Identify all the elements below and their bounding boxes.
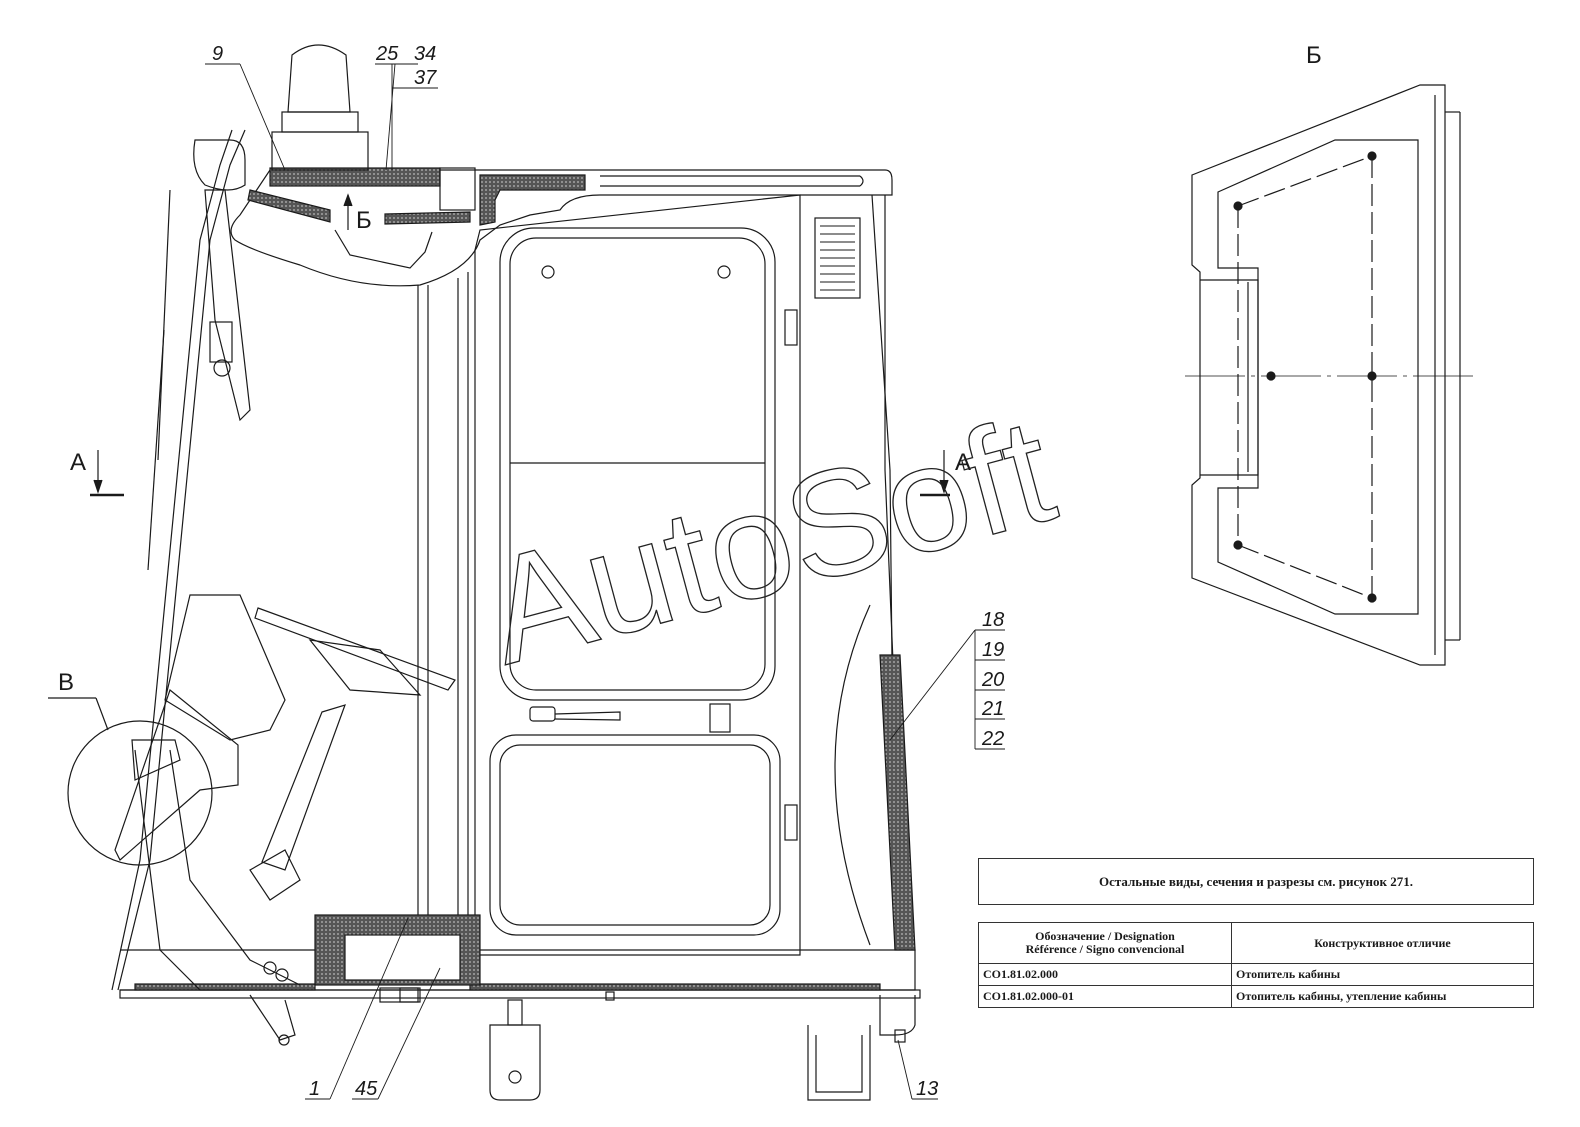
- table-row: СО1.81.02.000-01 Отопитель кабины, утепл…: [978, 985, 1534, 1008]
- heater-pipes: [417, 272, 469, 935]
- heater-unit: [314, 914, 615, 1003]
- row-code: СО1.81.02.000-01: [978, 985, 1232, 1008]
- section-a-left-label: А: [70, 449, 86, 476]
- cab-frame: [111, 129, 921, 1036]
- row-code: СО1.81.02.000: [978, 963, 1232, 986]
- designation-header: Обозначение / Designation Référence / Si…: [978, 922, 1232, 964]
- table-header-row: Обозначение / Designation Référence / Si…: [978, 922, 1534, 964]
- designation-header-line1: Обозначение / Designation: [1035, 929, 1175, 943]
- callout-9: 9: [212, 43, 223, 65]
- callout-37: 37: [414, 67, 437, 89]
- section-a-right-label: А: [955, 449, 971, 476]
- callout-25: 25: [375, 43, 399, 65]
- view-b-arrow: [343, 193, 353, 230]
- detail-v-label: В: [58, 669, 74, 696]
- watermark: AutoSoft: [470, 385, 1069, 696]
- callout-1: 1: [309, 1078, 320, 1100]
- detail-v-leader-diag: [95, 697, 109, 731]
- section-a-left: [90, 450, 124, 497]
- callout-22: 22: [981, 728, 1004, 750]
- beacon-light: [271, 44, 369, 171]
- callout-34: 34: [414, 43, 436, 65]
- difference-header: Конструктивное отличие: [1231, 922, 1534, 964]
- section-a-right: [920, 450, 950, 497]
- view-b-arrow-label: Б: [356, 207, 372, 234]
- detail-circle-v: [67, 720, 213, 866]
- steering-column: [114, 594, 456, 1046]
- row-description: Отопитель кабины, утепление кабины: [1231, 985, 1534, 1008]
- variant-table: Обозначение / Designation Référence / Si…: [978, 922, 1534, 1008]
- designation-header-line2: Référence / Signo convencional: [1025, 942, 1185, 956]
- callout-leaders: [205, 63, 1005, 1100]
- view-b-panel: [1185, 84, 1475, 666]
- mount-bracket: [489, 999, 906, 1101]
- callout-18: 18: [982, 609, 1004, 631]
- callout-20: 20: [981, 669, 1004, 691]
- callout-45: 45: [355, 1078, 378, 1100]
- cab-roof: [230, 167, 893, 287]
- cab-door: [474, 194, 861, 956]
- table-row: СО1.81.02.000 Отопитель кабины: [978, 963, 1534, 986]
- view-b-title: Б: [1306, 42, 1322, 69]
- callout-21: 21: [981, 698, 1004, 720]
- drawing-note: Остальные виды, сечения и разрезы см. ри…: [978, 858, 1534, 905]
- callout-19: 19: [982, 639, 1004, 661]
- row-description: Отопитель кабины: [1231, 963, 1534, 986]
- callout-13: 13: [916, 1078, 938, 1100]
